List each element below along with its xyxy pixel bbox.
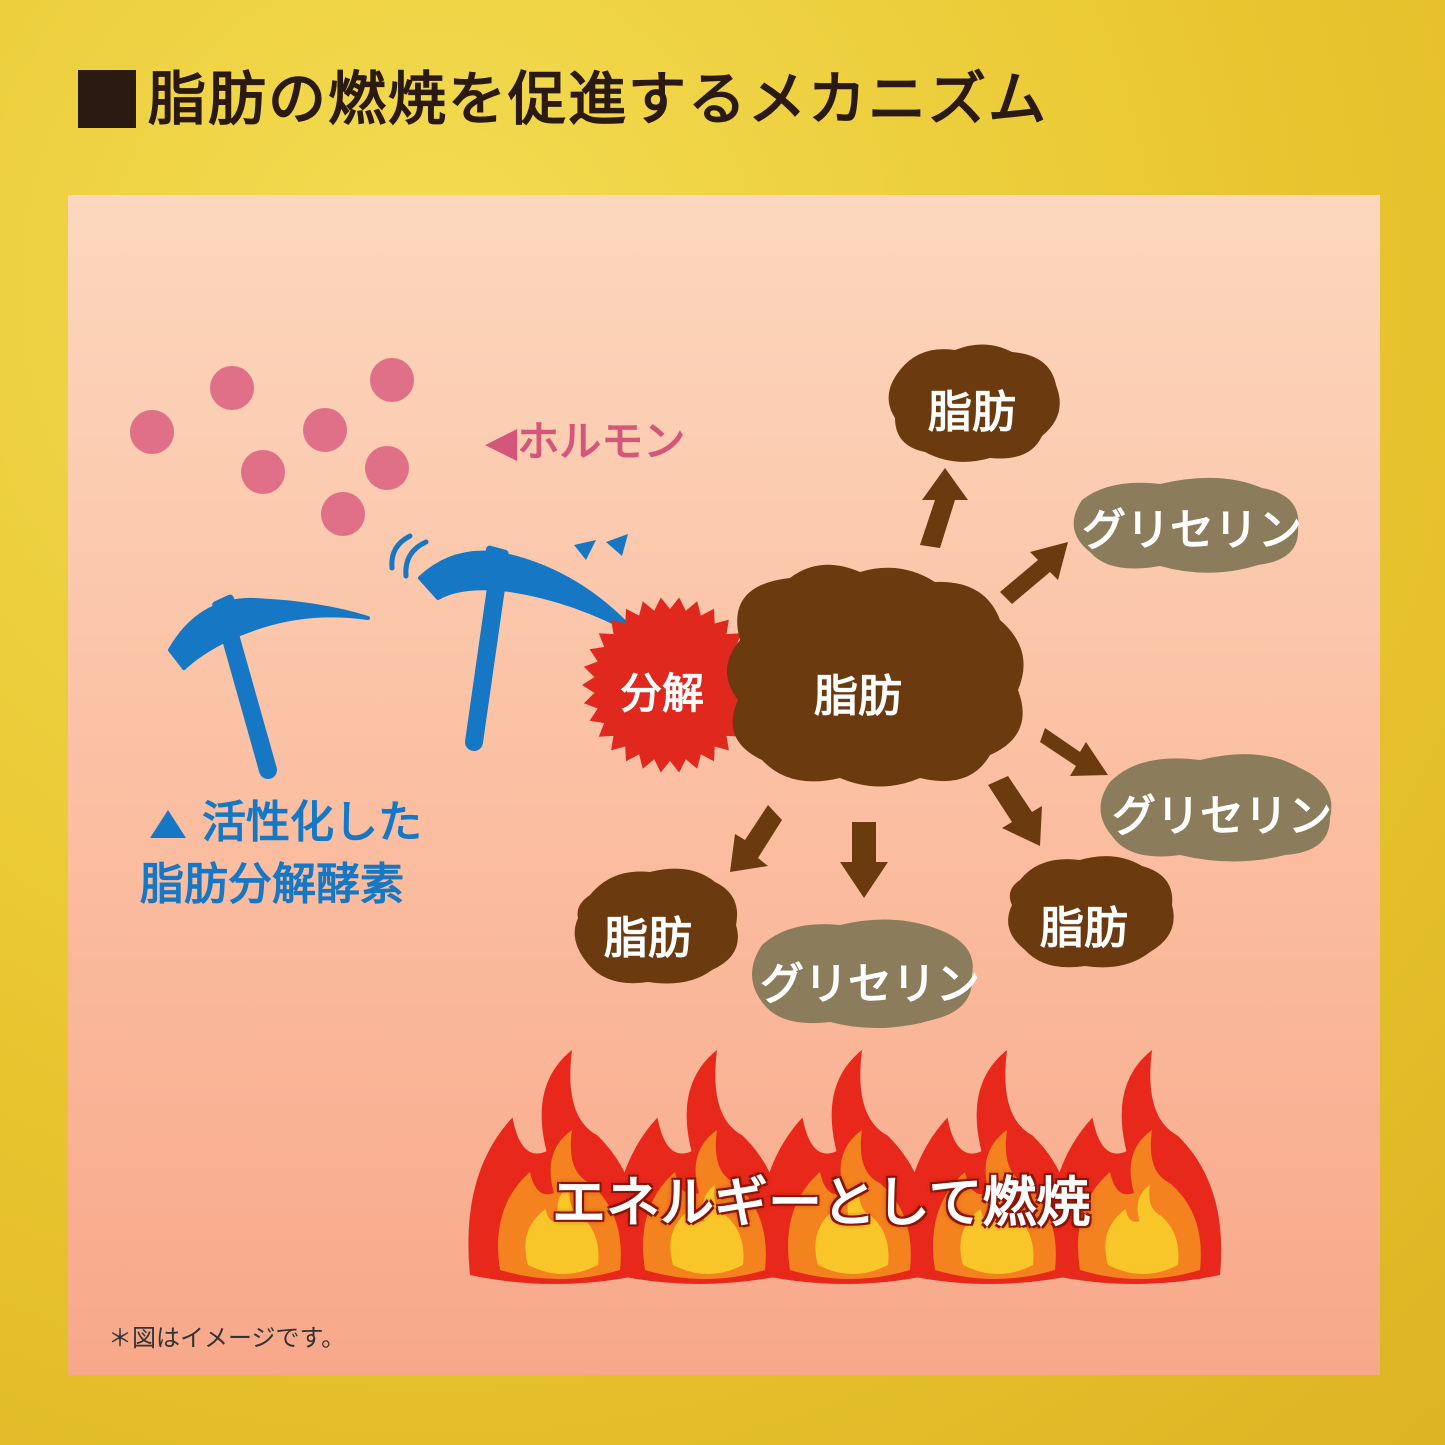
glycerin-blob: [1100, 754, 1332, 862]
product-blobs: [574, 344, 1332, 1029]
glycerin-right-label: グリセリン: [1112, 791, 1332, 842]
glycerin-blob: [752, 919, 973, 1029]
burn-label: エネルギーとして燃焼: [552, 1171, 1091, 1234]
fire-icon: [468, 1050, 1222, 1284]
flame-shape: [815, 1185, 889, 1274]
flame-shape: [525, 1185, 599, 1274]
pickaxe-icon: [168, 594, 370, 779]
hormone-circle: [241, 450, 285, 494]
fat-center-label: 脂肪: [814, 671, 902, 722]
title-square-icon: [78, 70, 136, 128]
decompose-burst: [582, 597, 758, 773]
hormone-circle: [130, 410, 174, 454]
flame-shape: [960, 1185, 1034, 1274]
flame-shape: [1105, 1185, 1179, 1274]
arrow-icon: [1040, 728, 1108, 776]
fat-blob: [1008, 856, 1174, 968]
glycerin-top-label: グリセリン: [1082, 505, 1302, 556]
enzyme-marker-icon: [150, 810, 186, 838]
glycerin-blob: [1073, 477, 1299, 573]
fat-top-label: 脂肪: [928, 387, 1016, 438]
arrow-icon: [840, 822, 888, 898]
flame-shape: [670, 1185, 744, 1274]
page-title: 脂肪の燃焼を促進するメカニズム: [148, 65, 1049, 133]
hormone-particles: [130, 358, 414, 536]
arrow-icon: [920, 468, 968, 548]
enzyme-label-line2: 脂肪分解酵素: [140, 859, 404, 910]
fat-left-label: 脂肪: [604, 913, 692, 964]
hormone-circle: [370, 358, 414, 402]
arrow-icon: [988, 776, 1042, 846]
hormone-label: ◀ホルモン: [485, 417, 686, 466]
hormone-circle: [365, 446, 409, 490]
enzyme-label: 活性化した 脂肪分解酵素: [140, 792, 422, 916]
fat-blob: [574, 868, 738, 984]
product-arrows: [730, 468, 1108, 898]
decompose-label: 分解: [620, 669, 705, 718]
image-note: ＊図はイメージです。: [108, 1324, 346, 1352]
fat-blob: [888, 344, 1060, 462]
fat-right-label: 脂肪: [1040, 903, 1128, 954]
arrow-icon: [1000, 542, 1068, 604]
impact-marks-icon: [574, 534, 628, 560]
enzyme-label-line1: 活性化した: [202, 797, 422, 848]
motion-lines-icon: [389, 533, 429, 579]
fat-center-blob: [726, 564, 1024, 787]
glycerin-bottom-label: グリセリン: [760, 959, 980, 1010]
hormone-circle: [303, 408, 347, 452]
hormone-circle: [321, 492, 365, 536]
arrow-icon: [730, 805, 782, 872]
hormone-circle: [210, 366, 254, 410]
